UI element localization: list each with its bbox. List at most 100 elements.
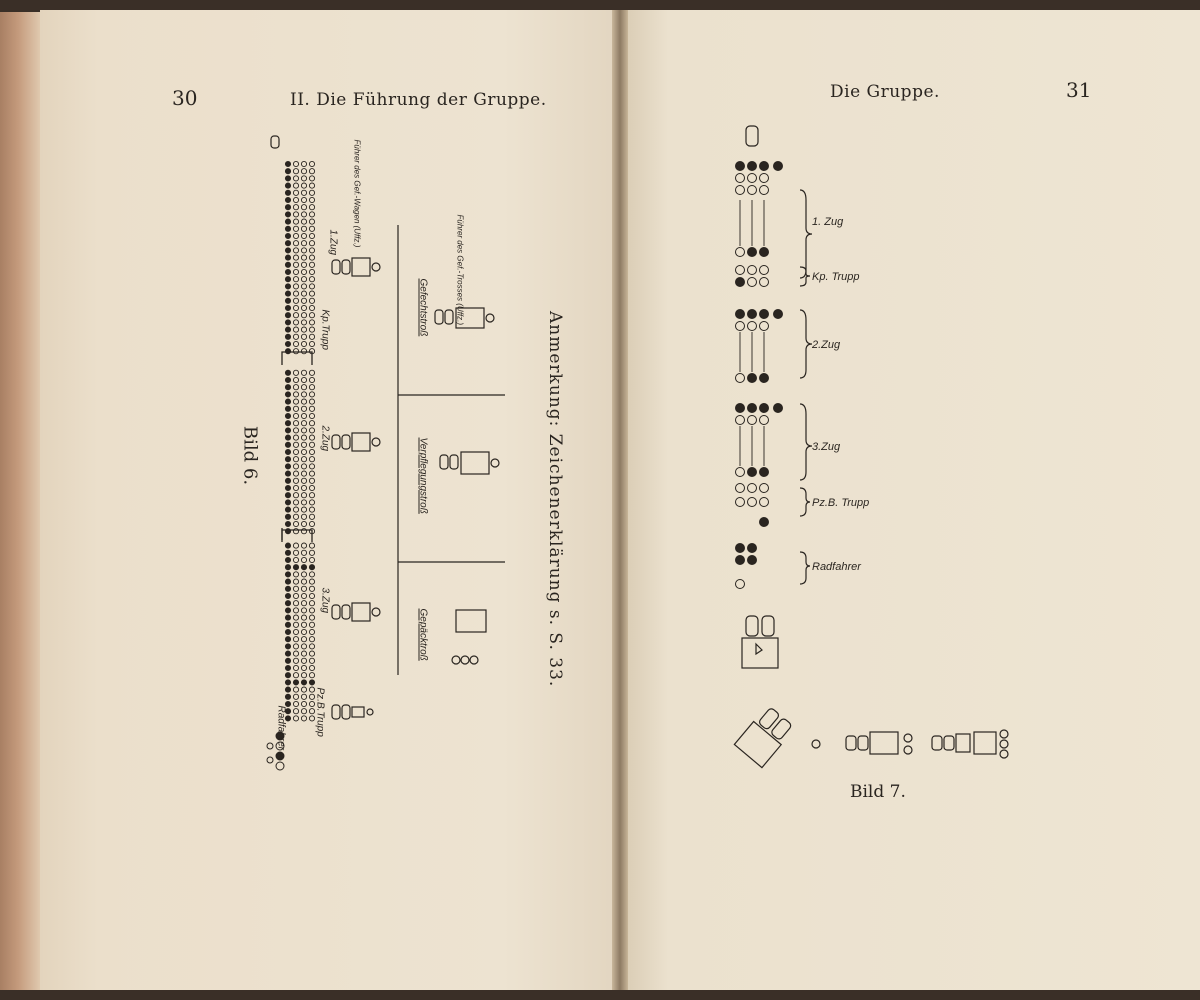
soldier-symbol [308, 693, 316, 700]
left-page [40, 10, 620, 990]
soldier-symbol [284, 708, 292, 715]
soldier-symbol [735, 579, 745, 589]
soldier-symbol [292, 506, 300, 513]
soldier-symbol [284, 398, 292, 405]
soldier-symbol [292, 621, 300, 628]
soldier-symbol [308, 585, 316, 592]
soldier-symbol [300, 297, 308, 304]
right-label-3-zug: 3.Zug [812, 441, 841, 453]
soldier-symbol [308, 290, 316, 297]
right-page [622, 10, 1200, 990]
soldier-symbol [284, 160, 292, 168]
soldier-symbol [300, 664, 308, 672]
soldier-symbol [308, 175, 316, 182]
soldier-symbol [292, 636, 300, 643]
soldier-symbol [308, 578, 316, 585]
soldier-symbol [735, 277, 745, 287]
soldier-symbol [300, 686, 308, 693]
soldier-symbol [747, 403, 757, 413]
soldier-symbol [284, 182, 292, 189]
soldier-symbol [300, 441, 308, 448]
soldier-symbol [308, 384, 316, 391]
soldier-symbol [284, 376, 292, 384]
soldier-symbol [300, 542, 308, 549]
soldier-symbol [284, 441, 292, 448]
soldier-symbol [292, 240, 300, 247]
soldier-symbol [284, 556, 292, 564]
soldier-symbol [300, 225, 308, 232]
soldier-symbol [292, 556, 300, 564]
soldier-symbol [308, 261, 316, 268]
right-label-2-zug: 2.Zug [811, 339, 841, 351]
soldier-symbol [300, 513, 308, 520]
soldier-symbol [747, 555, 757, 565]
soldier-symbol [308, 614, 316, 621]
soldier-symbol [300, 636, 308, 643]
soldier-symbol [284, 700, 292, 708]
right-label-kp-trupp: Kp. Trupp [812, 271, 860, 283]
soldier-symbol [308, 564, 316, 571]
soldier-symbol [735, 161, 745, 171]
left-label-3-zug: 3.Zug [319, 587, 331, 614]
soldier-symbol [284, 657, 292, 664]
soldier-symbol [284, 607, 292, 614]
soldier-symbol [284, 276, 292, 283]
soldier-symbol [308, 492, 316, 499]
soldier-symbol [292, 564, 300, 571]
soldier-symbol [292, 312, 300, 319]
soldier-symbol [284, 168, 292, 175]
soldier-symbol [300, 700, 308, 708]
soldier-symbol [292, 492, 300, 499]
soldier-symbol [284, 549, 292, 556]
soldier-symbol [308, 420, 316, 427]
soldier-symbol [308, 628, 316, 636]
soldier-symbol [735, 265, 745, 275]
soldier-symbol [735, 555, 745, 565]
soldier-symbol [300, 261, 308, 268]
soldier-symbol [308, 484, 316, 492]
soldier-symbol [292, 549, 300, 556]
soldier-symbol [300, 175, 308, 182]
soldier-symbol [284, 664, 292, 672]
soldier-symbol [292, 470, 300, 477]
soldier-symbol [747, 467, 757, 477]
soldier-symbol [747, 321, 757, 331]
vehicles-zug3 [331, 602, 381, 622]
soldier-symbol [292, 175, 300, 182]
soldier-symbol [308, 456, 316, 463]
legend-note: Anmerkung: Zeichenerklärung s. S. 33. [545, 311, 565, 688]
soldier-symbol [292, 650, 300, 657]
soldier-symbol [308, 643, 316, 650]
soldier-symbol [735, 373, 745, 383]
soldier-symbol [308, 369, 316, 376]
soldier-symbol [292, 700, 300, 708]
soldier-symbol [292, 441, 300, 448]
soldier-symbol [759, 415, 769, 425]
soldier-symbol [759, 497, 769, 507]
soldier-symbol [759, 277, 769, 287]
soldier-symbol [759, 185, 769, 195]
soldier-symbol [284, 290, 292, 297]
soldier-symbol [308, 636, 316, 643]
vehicles-pzb [331, 704, 374, 720]
soldier-symbol [292, 304, 300, 312]
soldier-symbol [300, 405, 308, 412]
soldier-symbol [284, 175, 292, 182]
soldier-symbol [300, 168, 308, 175]
verpflegungstross-vehicles [439, 451, 500, 475]
soldier-symbol [292, 376, 300, 384]
soldier-symbol [292, 412, 300, 420]
gefechtstross-vehicles [434, 307, 495, 329]
soldier-symbol [292, 340, 300, 348]
soldier-symbol [284, 434, 292, 441]
soldier-symbol [300, 333, 308, 340]
soldier-symbol [759, 403, 769, 413]
soldier-symbol [284, 196, 292, 204]
soldier-symbol [284, 564, 292, 571]
soldier-symbol [300, 384, 308, 391]
right-label-pzb-trupp: Pz.B. Trupp [812, 497, 869, 509]
soldier-symbol [308, 672, 316, 679]
soldier-symbol [292, 585, 300, 592]
soldier-symbol [300, 240, 308, 247]
soldier-symbol [292, 686, 300, 693]
